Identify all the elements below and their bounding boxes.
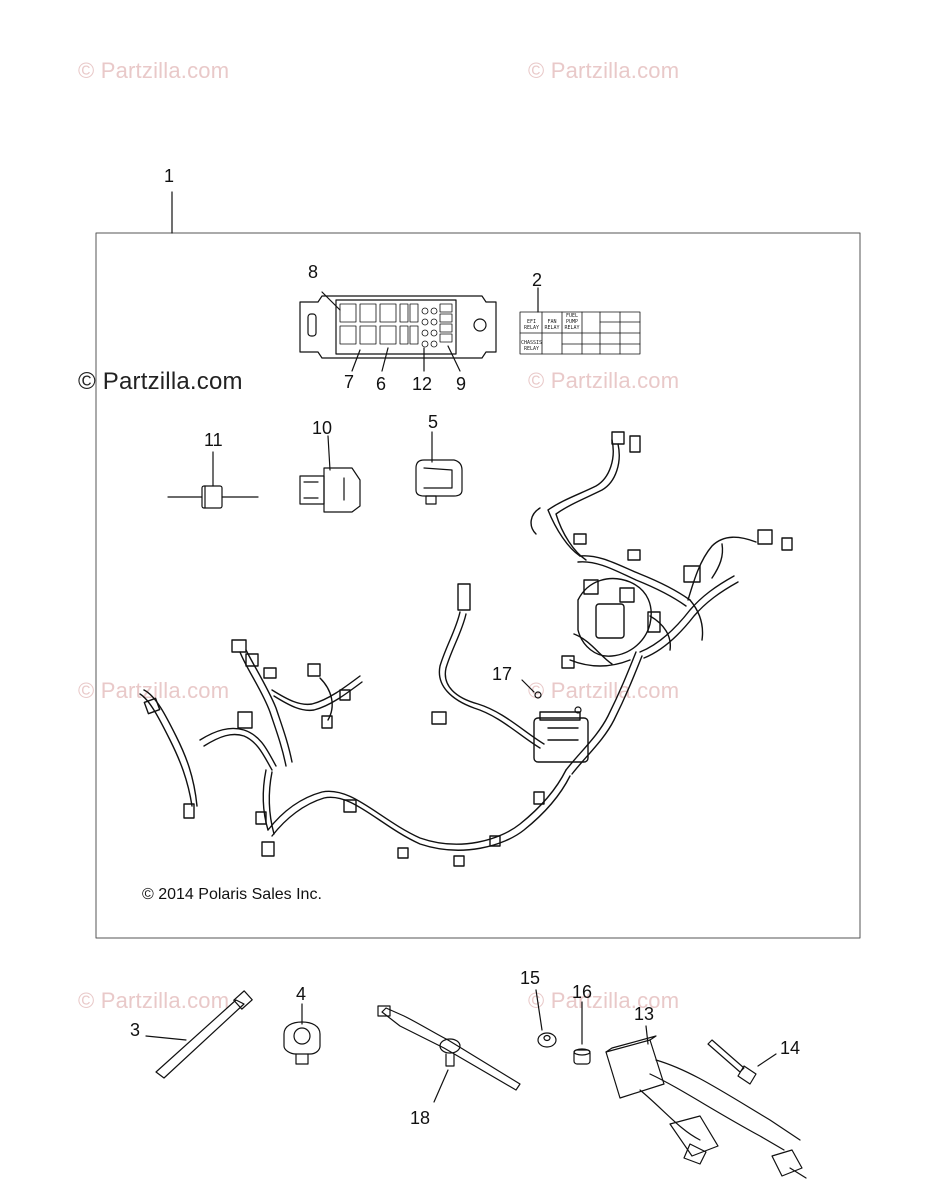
watermark: © Partzilla.com — [528, 58, 680, 83]
callout-1: 1 — [164, 166, 175, 186]
push-mount-tie-drawing — [377, 1005, 521, 1103]
harness-assembly-frame — [95, 232, 861, 939]
callout-15: 15 — [520, 968, 541, 988]
watermark: © Partzilla.com — [78, 368, 243, 395]
nut-drawing — [535, 989, 557, 1048]
watermark: © Partzilla.com — [78, 988, 230, 1013]
callout-5: 5 — [428, 412, 439, 432]
module-13-drawing — [605, 1025, 807, 1179]
callout-3: 3 — [130, 1020, 141, 1040]
callout-6: 6 — [376, 374, 387, 394]
copyright-notice: © 2014 Polaris Sales Inc. — [142, 886, 322, 903]
fuse-label-decal — [519, 287, 641, 355]
clip-4-drawing — [283, 1003, 321, 1065]
bolt-drawing — [707, 1039, 777, 1085]
callout-18: 18 — [410, 1108, 431, 1128]
callout-7: 7 — [344, 372, 355, 392]
callout-14: 14 — [780, 1038, 801, 1058]
callout-10: 10 — [312, 418, 333, 438]
callout-12: 12 — [412, 374, 433, 394]
connector-10-drawing — [299, 435, 361, 513]
spacer-drawing — [573, 1001, 591, 1065]
connector-5-drawing — [415, 431, 463, 505]
fuse-box-drawing — [299, 291, 497, 372]
callout-17: 17 — [492, 664, 513, 684]
callout-8: 8 — [308, 262, 319, 282]
label-fuel-pump-relay: FUEL PUMP RELAY — [564, 313, 580, 331]
main-wire-harness — [139, 431, 793, 867]
label-efi-relay: EFI RELAY — [523, 319, 540, 331]
label-chassis-relay: CHASSIS RELAY — [521, 340, 543, 352]
label-fan-relay: FAN RELAY — [544, 319, 560, 331]
diode-drawing — [167, 451, 259, 509]
watermark: © Partzilla.com — [78, 58, 230, 83]
watermark: © Partzilla.com — [528, 368, 680, 393]
callout-11: 11 — [204, 430, 223, 450]
watermark: © Partzilla.com — [528, 988, 680, 1013]
callout-13: 13 — [634, 1004, 655, 1024]
cable-tie-drawing — [145, 990, 253, 1079]
callout-16: 16 — [572, 982, 593, 1002]
callout-2: 2 — [532, 270, 543, 290]
callout-4: 4 — [296, 984, 307, 1004]
item-17-drawing — [521, 679, 582, 714]
callout-9: 9 — [456, 374, 467, 394]
watermark: © Partzilla.com — [528, 678, 680, 703]
